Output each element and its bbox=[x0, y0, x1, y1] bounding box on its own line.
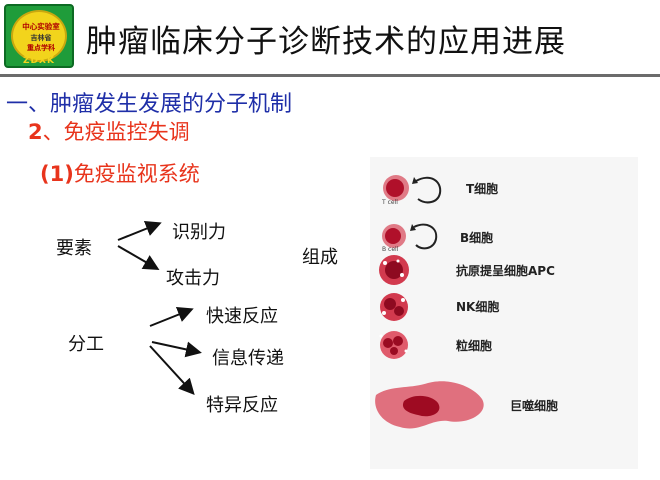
nk-cell-label: NK细胞 bbox=[456, 300, 500, 314]
diagram-arrows bbox=[117, 221, 202, 395]
t-cell-label: T细胞 bbox=[466, 182, 499, 196]
logo: 中心实验室 吉林省 重点学科 ZDXK bbox=[4, 4, 74, 68]
factor-attack: 攻击力 bbox=[166, 268, 220, 289]
heading-3-text: 免疫监视系统 bbox=[73, 162, 200, 186]
division-specific-response: 特异反应 bbox=[206, 395, 278, 416]
heading-2-text: 、免疫监控失调 bbox=[42, 120, 190, 144]
division-info-transfer: 信息传递 bbox=[212, 348, 284, 369]
t-cell-small-label: T cell bbox=[382, 199, 398, 206]
factor-label: 要素 bbox=[56, 238, 92, 259]
arrow-to-recognition bbox=[117, 221, 162, 241]
arrow-to-specific-response bbox=[149, 345, 195, 395]
logo-line-4: ZDXK bbox=[23, 56, 55, 66]
heading-3-number: (1) bbox=[40, 162, 74, 186]
factor-recognition: 识别力 bbox=[172, 222, 226, 243]
division-fast-response: 快速反应 bbox=[206, 306, 278, 327]
t-cell-icon bbox=[383, 175, 442, 204]
logo-line-3: 重点学科 bbox=[27, 44, 55, 52]
b-cell-icon bbox=[382, 223, 438, 250]
division-label: 分工 bbox=[68, 334, 104, 355]
arrow-to-attack bbox=[117, 245, 160, 271]
logo-line-1: 中心实验室 bbox=[22, 22, 60, 31]
heading-2-number: 2 bbox=[28, 120, 43, 144]
apc-cell-icon bbox=[379, 255, 409, 285]
title-divider bbox=[0, 74, 660, 77]
macrophage-label: 巨噬细胞 bbox=[510, 399, 559, 413]
heading-level-1: 一、肿瘤发生发展的分子机制 bbox=[6, 92, 293, 117]
granulocyte-icon bbox=[379, 331, 408, 359]
macrophage-icon bbox=[375, 381, 484, 429]
arrow-to-info-transfer bbox=[151, 341, 202, 358]
apc-cell-label: 抗原提呈细胞APC bbox=[456, 264, 555, 278]
slide-title: 肿瘤临床分子诊断技术的应用进展 bbox=[86, 24, 566, 60]
logo-emblem: 中心实验室 吉林省 重点学科 bbox=[11, 10, 67, 62]
granulocyte-label: 粒细胞 bbox=[456, 339, 493, 353]
nk-cell-icon bbox=[380, 293, 408, 321]
heading-level-3: (1)免疫监视系统 bbox=[40, 158, 200, 188]
logo-line-2: 吉林省 bbox=[30, 34, 52, 42]
compose-label: 组成 bbox=[302, 247, 338, 268]
arrow-to-fast-response bbox=[149, 307, 194, 327]
immune-cell-illustrations bbox=[375, 175, 484, 429]
b-cell-small-label: B cell bbox=[382, 246, 399, 253]
b-cell-label: B细胞 bbox=[460, 231, 494, 245]
heading-level-2: 2、免疫监控失调 bbox=[28, 116, 190, 146]
